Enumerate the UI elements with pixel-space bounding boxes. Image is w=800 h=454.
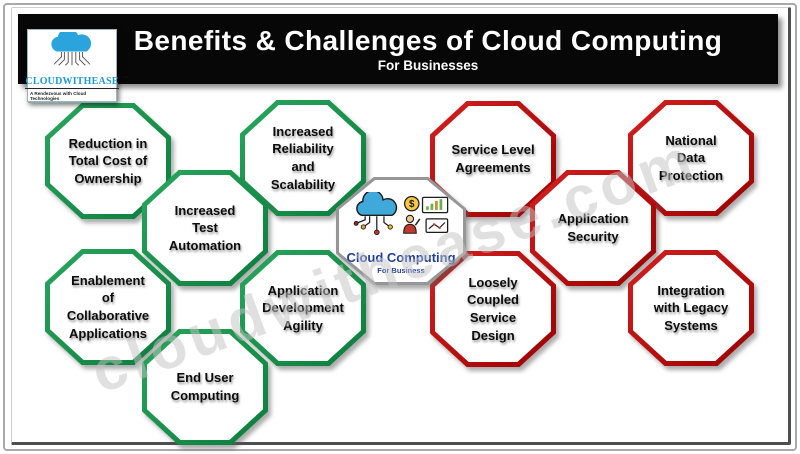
octagon-fill xyxy=(245,255,361,361)
challenge-octagon-loosely-coupled-design: Loosely Coupled Service Design xyxy=(430,251,556,367)
octagon-fill xyxy=(147,334,263,440)
cloud-circuit-logo-icon xyxy=(43,28,101,75)
page-subtitle: For Businesses xyxy=(377,58,479,73)
center-cloud-computing-badge: $ Cloud Computing For Business xyxy=(336,177,466,285)
benefit-octagon-reliability-scalability: Increased Reliability and Scalability xyxy=(240,100,366,216)
benefit-octagon-end-user-computing: End User Computing xyxy=(142,329,268,445)
octagon-label: Application Development Agility xyxy=(262,282,344,333)
octagon-label: Loosely Coupled Service Design xyxy=(467,274,519,343)
header-banner: Benefits & Challenges of Cloud Computing… xyxy=(18,14,778,84)
octagon-label: Service Level Agreements xyxy=(451,142,535,175)
octagon-label: Integration with Legacy Systems xyxy=(653,282,729,333)
octagon-label: Reduction in Total Cost of Ownership xyxy=(68,135,148,186)
octagon-fill xyxy=(147,175,263,281)
benefit-octagon-app-dev-agility: Application Development Agility xyxy=(240,250,366,366)
octagon-fill xyxy=(50,254,166,360)
octagon-fill xyxy=(245,105,361,211)
octagon-label: National Data Protection xyxy=(658,132,724,183)
challenge-octagon-legacy-integration: Integration with Legacy Systems xyxy=(628,250,754,366)
brand-name: CLOUDWITHEASE xyxy=(25,76,119,89)
octagon-fill xyxy=(435,256,551,362)
octagon-fill xyxy=(50,108,166,214)
octagon-label: Increased Test Automation xyxy=(168,202,242,253)
octagon-fill xyxy=(633,105,749,211)
octagon-label: Increased Reliability and Scalability xyxy=(270,123,336,192)
octagon-fill xyxy=(633,255,749,361)
center-badge-content: $ Cloud Computing For Business xyxy=(336,177,466,285)
page-title: Benefits & Challenges of Cloud Computing xyxy=(133,25,723,56)
cloud-computing-illustration-icon: $ xyxy=(347,189,455,249)
brand-tagline: A Rendezvous with Cloud Technologies xyxy=(28,91,116,103)
octagon-fill xyxy=(435,106,551,212)
center-badge-subtitle: For Business xyxy=(377,265,425,275)
octagon-label: End User Computing xyxy=(170,370,240,403)
benefit-octagon-test-automation: Increased Test Automation xyxy=(142,170,268,286)
svg-text:$: $ xyxy=(409,199,415,210)
challenge-octagon-national-data-protection: National Data Protection xyxy=(628,100,754,216)
octagon-label: Enablement of Collaborative Applications xyxy=(66,272,150,341)
benefit-octagon-collaborative-apps: Enablement of Collaborative Applications xyxy=(45,249,171,365)
challenge-octagon-application-security: Application Security xyxy=(530,170,656,286)
center-badge-title: Cloud Computing xyxy=(346,249,456,265)
octagon-label: Application Security xyxy=(557,211,629,244)
brand-logo-card: CLOUDWITHEASE A Rendezvous with Cloud Te… xyxy=(25,28,119,103)
octagon-fill xyxy=(535,175,651,281)
